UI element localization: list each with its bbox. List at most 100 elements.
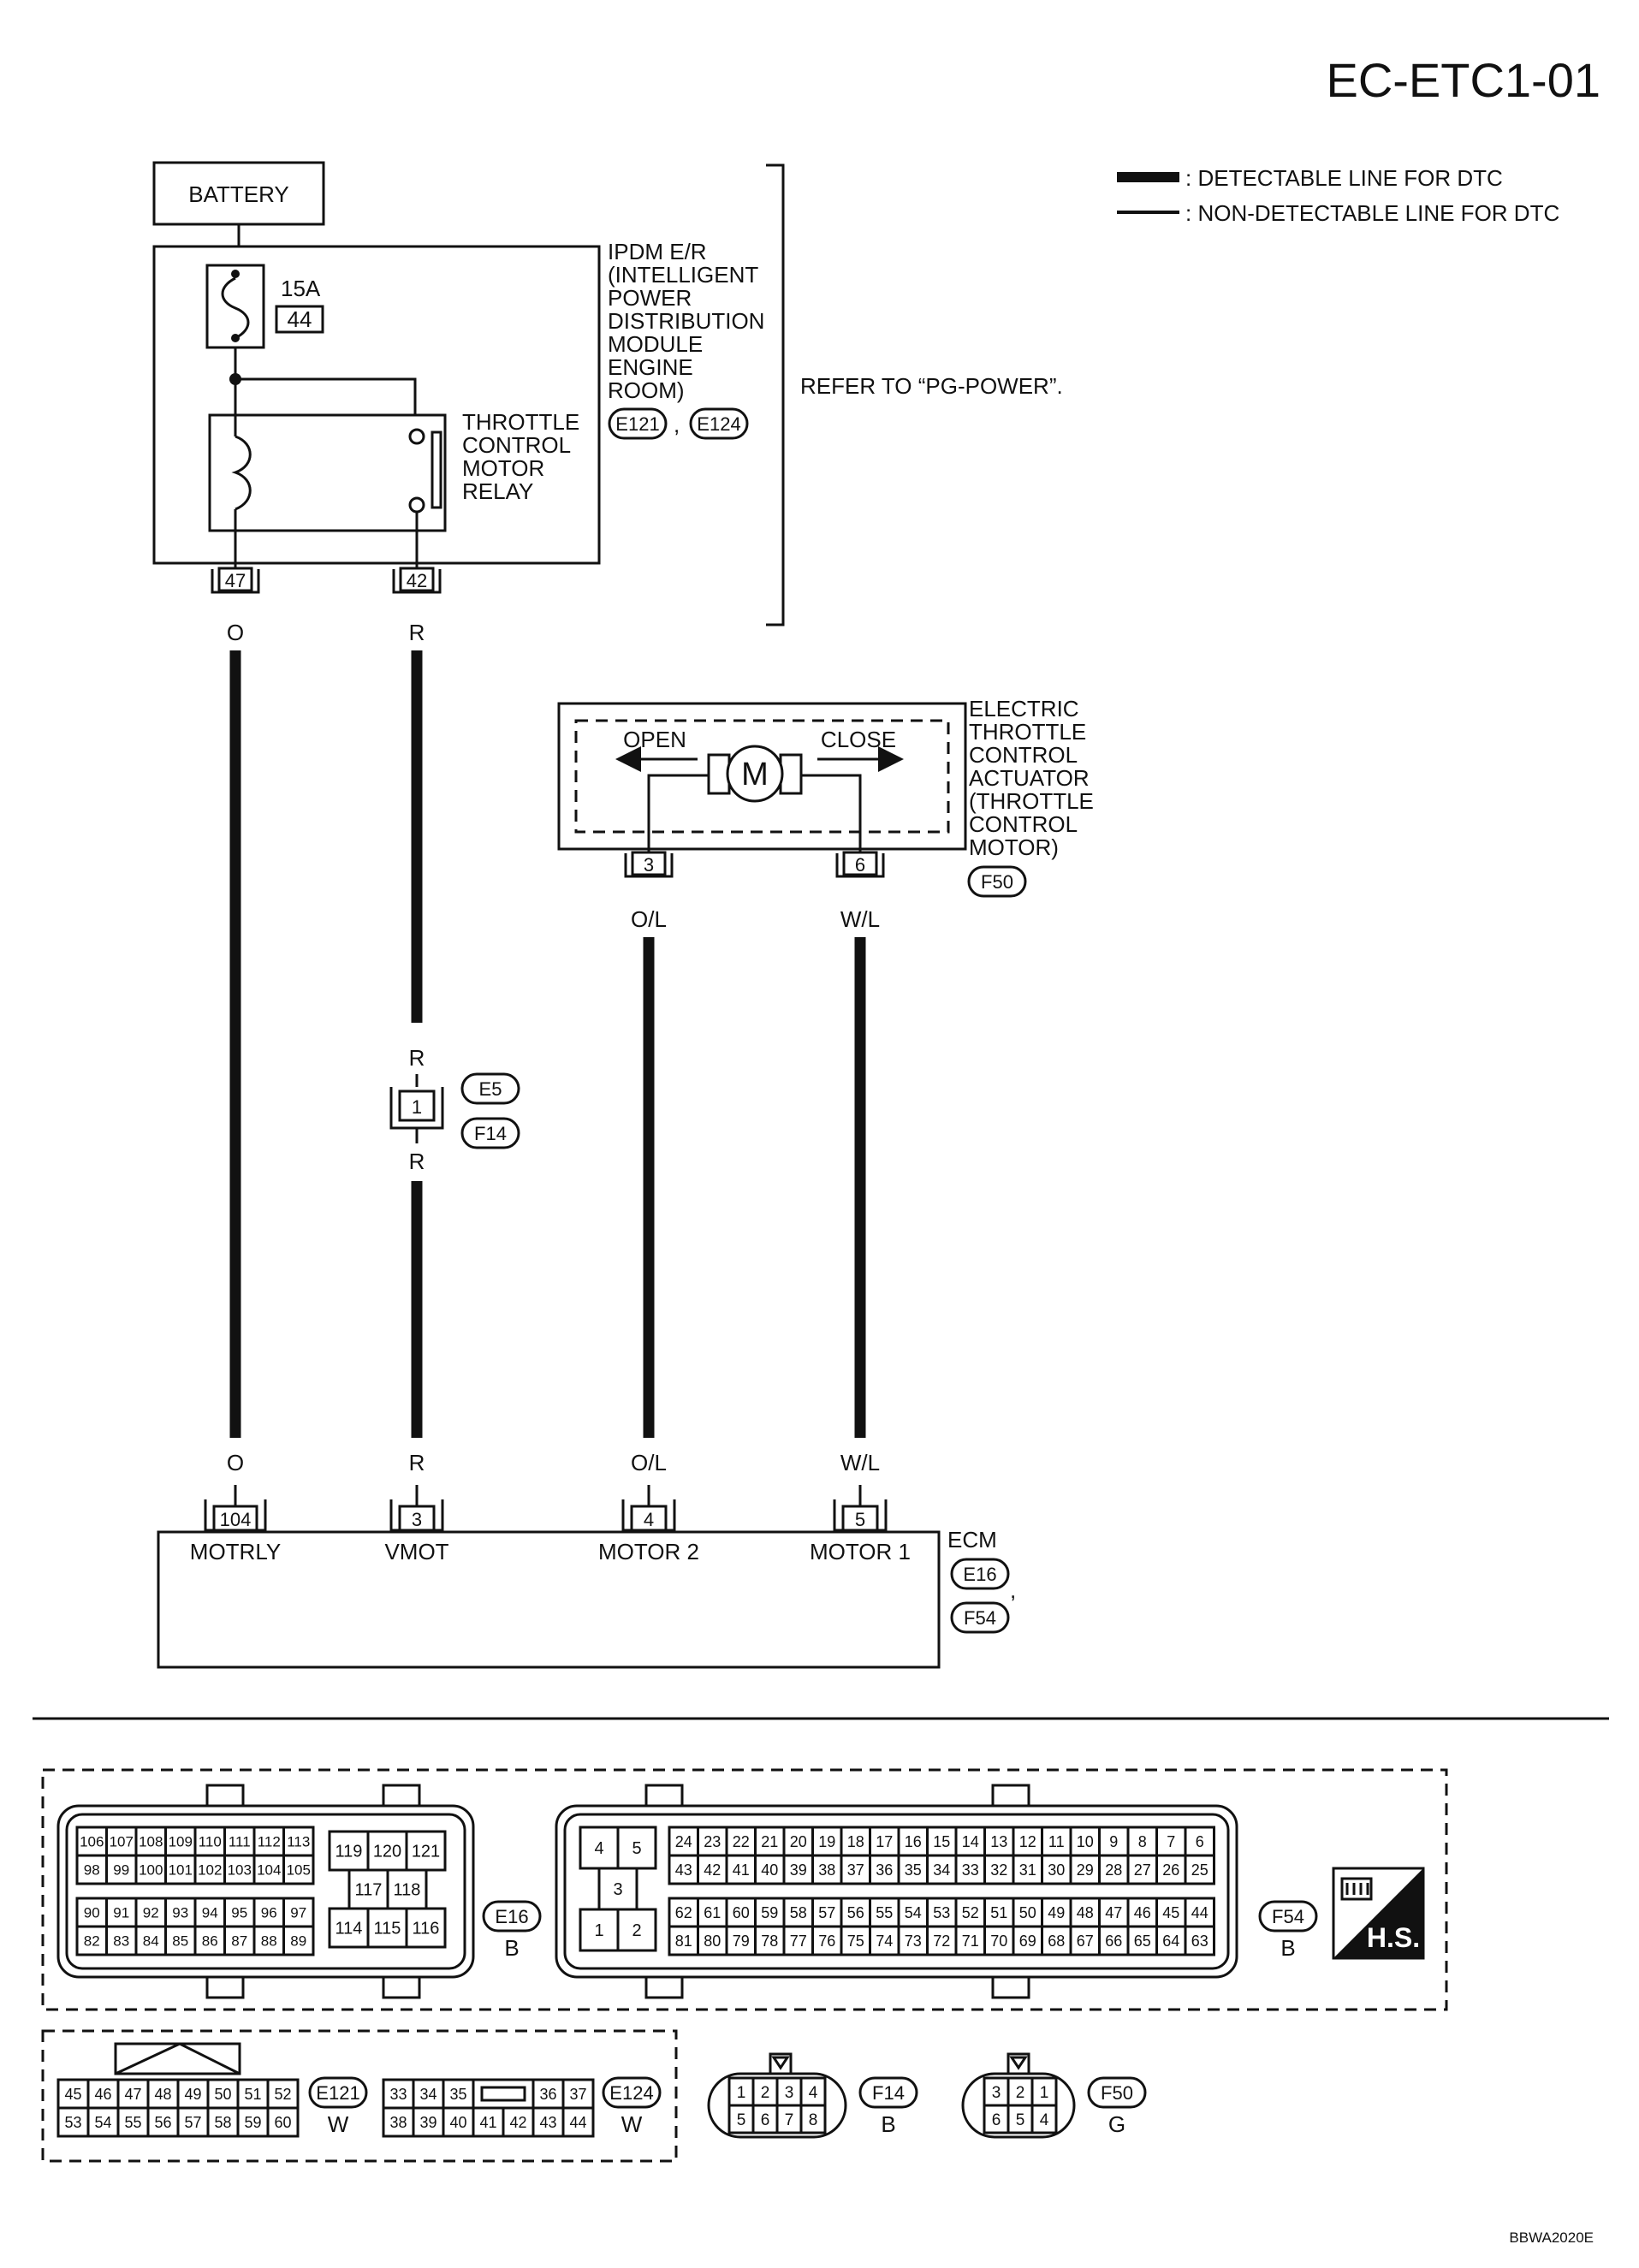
actuator-pin-6-label: 6 <box>855 854 865 876</box>
connector-pin-number: 6 <box>761 2111 770 2129</box>
connector-pin-number: 92 <box>143 1905 159 1921</box>
connector-pin-cell <box>926 1854 958 1885</box>
connector-pin-cell <box>282 1925 315 1956</box>
motor-symbol: M <box>741 757 769 793</box>
ipdm-pin-47: 47 <box>211 567 260 594</box>
connector-pin-cell <box>897 1925 929 1956</box>
connector-pin-cell <box>954 1925 986 1956</box>
connector-pin-number: 34 <box>419 2086 436 2103</box>
ecm-terminal-label: MOTOR 2 <box>598 1539 699 1564</box>
connector-pin-number: 61 <box>704 1904 721 1921</box>
connector-group-ipdm <box>41 2029 678 2163</box>
connector-pin-number: 6 <box>992 2111 1001 2129</box>
connector-pin-number: 60 <box>274 2114 291 2131</box>
connector-pin-cell <box>236 2106 270 2138</box>
wire-color-label: R <box>409 620 425 645</box>
connector-pin-cell <box>1098 1925 1130 1956</box>
connector-pin-number: 102 <box>198 1862 222 1879</box>
connector-pin-number: 53 <box>64 2114 81 2131</box>
connector-pin-cell <box>775 2104 803 2134</box>
connector-pin-number: 58 <box>214 2114 231 2131</box>
motor-brush-right <box>779 753 803 795</box>
connector-pin-number: 99 <box>113 1862 129 1879</box>
connector-pin-number: 2 <box>1016 2084 1025 2102</box>
ecm-connector-sep: , <box>1010 1577 1016 1603</box>
connector-pin-number: 49 <box>1048 1904 1065 1921</box>
connector-pin-number: 52 <box>274 2086 291 2103</box>
connector-pin-cell <box>236 2078 270 2110</box>
connector-pin-cell <box>616 1908 657 1952</box>
fuse-terminal <box>231 334 240 342</box>
connector-pin-cell <box>926 1925 958 1956</box>
connector-pin-number: 57 <box>818 1904 835 1921</box>
connector-pin-number: 90 <box>84 1905 100 1921</box>
ipdm-name-line: IPDM E/R <box>608 239 707 264</box>
connector-pin-number: 4 <box>1040 2111 1049 2129</box>
connector-pin-cell <box>697 1897 728 1928</box>
connector-pin-cell <box>811 1854 843 1885</box>
connector-pin-cell <box>1041 1826 1072 1857</box>
actuator-name-line: THROTTLE <box>969 719 1086 745</box>
connector-pin-cell <box>561 2106 595 2138</box>
connector-group-ecm <box>41 1768 1448 2011</box>
ecm-pin-4: 4 <box>621 1485 676 1532</box>
connector-pin-number: 88 <box>261 1933 277 1950</box>
connector-pin-number: 3 <box>613 1880 622 1899</box>
connector-pin-number: 94 <box>202 1905 218 1921</box>
hs-badge-text: H.S. <box>1367 1922 1420 1953</box>
connector-pin-cell <box>282 1854 315 1885</box>
ipdm-name: IPDM E/R (INTELLIGENT POWER DISTRIBUTION… <box>608 239 764 403</box>
connector-pin-number: 48 <box>1077 1904 1094 1921</box>
connector-pin-number: 16 <box>905 1833 922 1850</box>
connector-f50-tag <box>1087 2076 1147 2109</box>
connector-pin-number: 51 <box>990 1904 1007 1921</box>
figure-id: BBWA2020E <box>1509 2229 1594 2246</box>
connector-pin-number: 28 <box>1105 1861 1122 1879</box>
connector-pin-number: 59 <box>244 2114 261 2131</box>
connector-pin-cell <box>1069 1854 1101 1885</box>
connector-pin-number: 110 <box>199 1834 222 1850</box>
ipdm-pin-42-label: 42 <box>407 570 427 591</box>
connector-pin-cell <box>782 1826 814 1857</box>
connector-pin-number: 33 <box>389 2086 407 2103</box>
connector-hs-icon <box>1340 1877 1373 1901</box>
connector-pin-number: 49 <box>184 2086 201 2103</box>
connector-pin-number: 51 <box>244 2086 261 2103</box>
connector-pin-number: 79 <box>733 1933 750 1950</box>
joint-connector-e5 <box>460 1072 520 1105</box>
connector-pin-number: 31 <box>1019 1861 1036 1879</box>
connector-pin-cell <box>1012 1854 1043 1885</box>
connector-f50-name: F50 <box>1101 2082 1133 2104</box>
battery-label: BATTERY <box>188 181 289 207</box>
ecm-connector-e16 <box>950 1558 1010 1590</box>
connector-pin-cell <box>754 1826 786 1857</box>
ipdm-name-line: MODULE <box>608 331 703 357</box>
connector-pin-number: 56 <box>154 2114 171 2131</box>
connector-pin-number: 39 <box>790 1861 807 1879</box>
connector-pin-number: 118 <box>394 1881 421 1900</box>
connector-pin-number: 116 <box>413 1920 440 1938</box>
joint-pin-label: 1 <box>412 1096 422 1118</box>
connector-pin-number: 42 <box>509 2114 526 2131</box>
connector-pin-cell <box>347 1868 389 1910</box>
fuse-number-box <box>275 305 324 334</box>
connector-pin-number: 12 <box>1019 1833 1036 1850</box>
connector-f50-color: G <box>1108 2111 1125 2137</box>
connector-pin-number: 11 <box>1048 1833 1065 1850</box>
connector-pin-number: 13 <box>990 1833 1007 1850</box>
connector-pin-cell <box>840 1897 871 1928</box>
connector-e121-lock <box>115 2042 241 2075</box>
connector-pin-cell <box>134 1854 167 1885</box>
connector-pin-number: 2 <box>761 2084 770 2102</box>
connector-pin-number: 81 <box>675 1933 692 1950</box>
connector-pin-number: 30 <box>1048 1861 1065 1879</box>
connector-pin-number: 66 <box>1105 1933 1122 1950</box>
relay-label-line: THROTTLE <box>462 409 579 435</box>
wire-color-label: O <box>227 620 244 645</box>
ipdm-name-line: ROOM) <box>608 377 685 403</box>
connector-pin-cell <box>983 1854 1015 1885</box>
wire-color-label: O/L <box>631 906 667 932</box>
connector-pin-cell <box>252 1854 285 1885</box>
actuator-pin-6: 6 <box>835 851 885 878</box>
